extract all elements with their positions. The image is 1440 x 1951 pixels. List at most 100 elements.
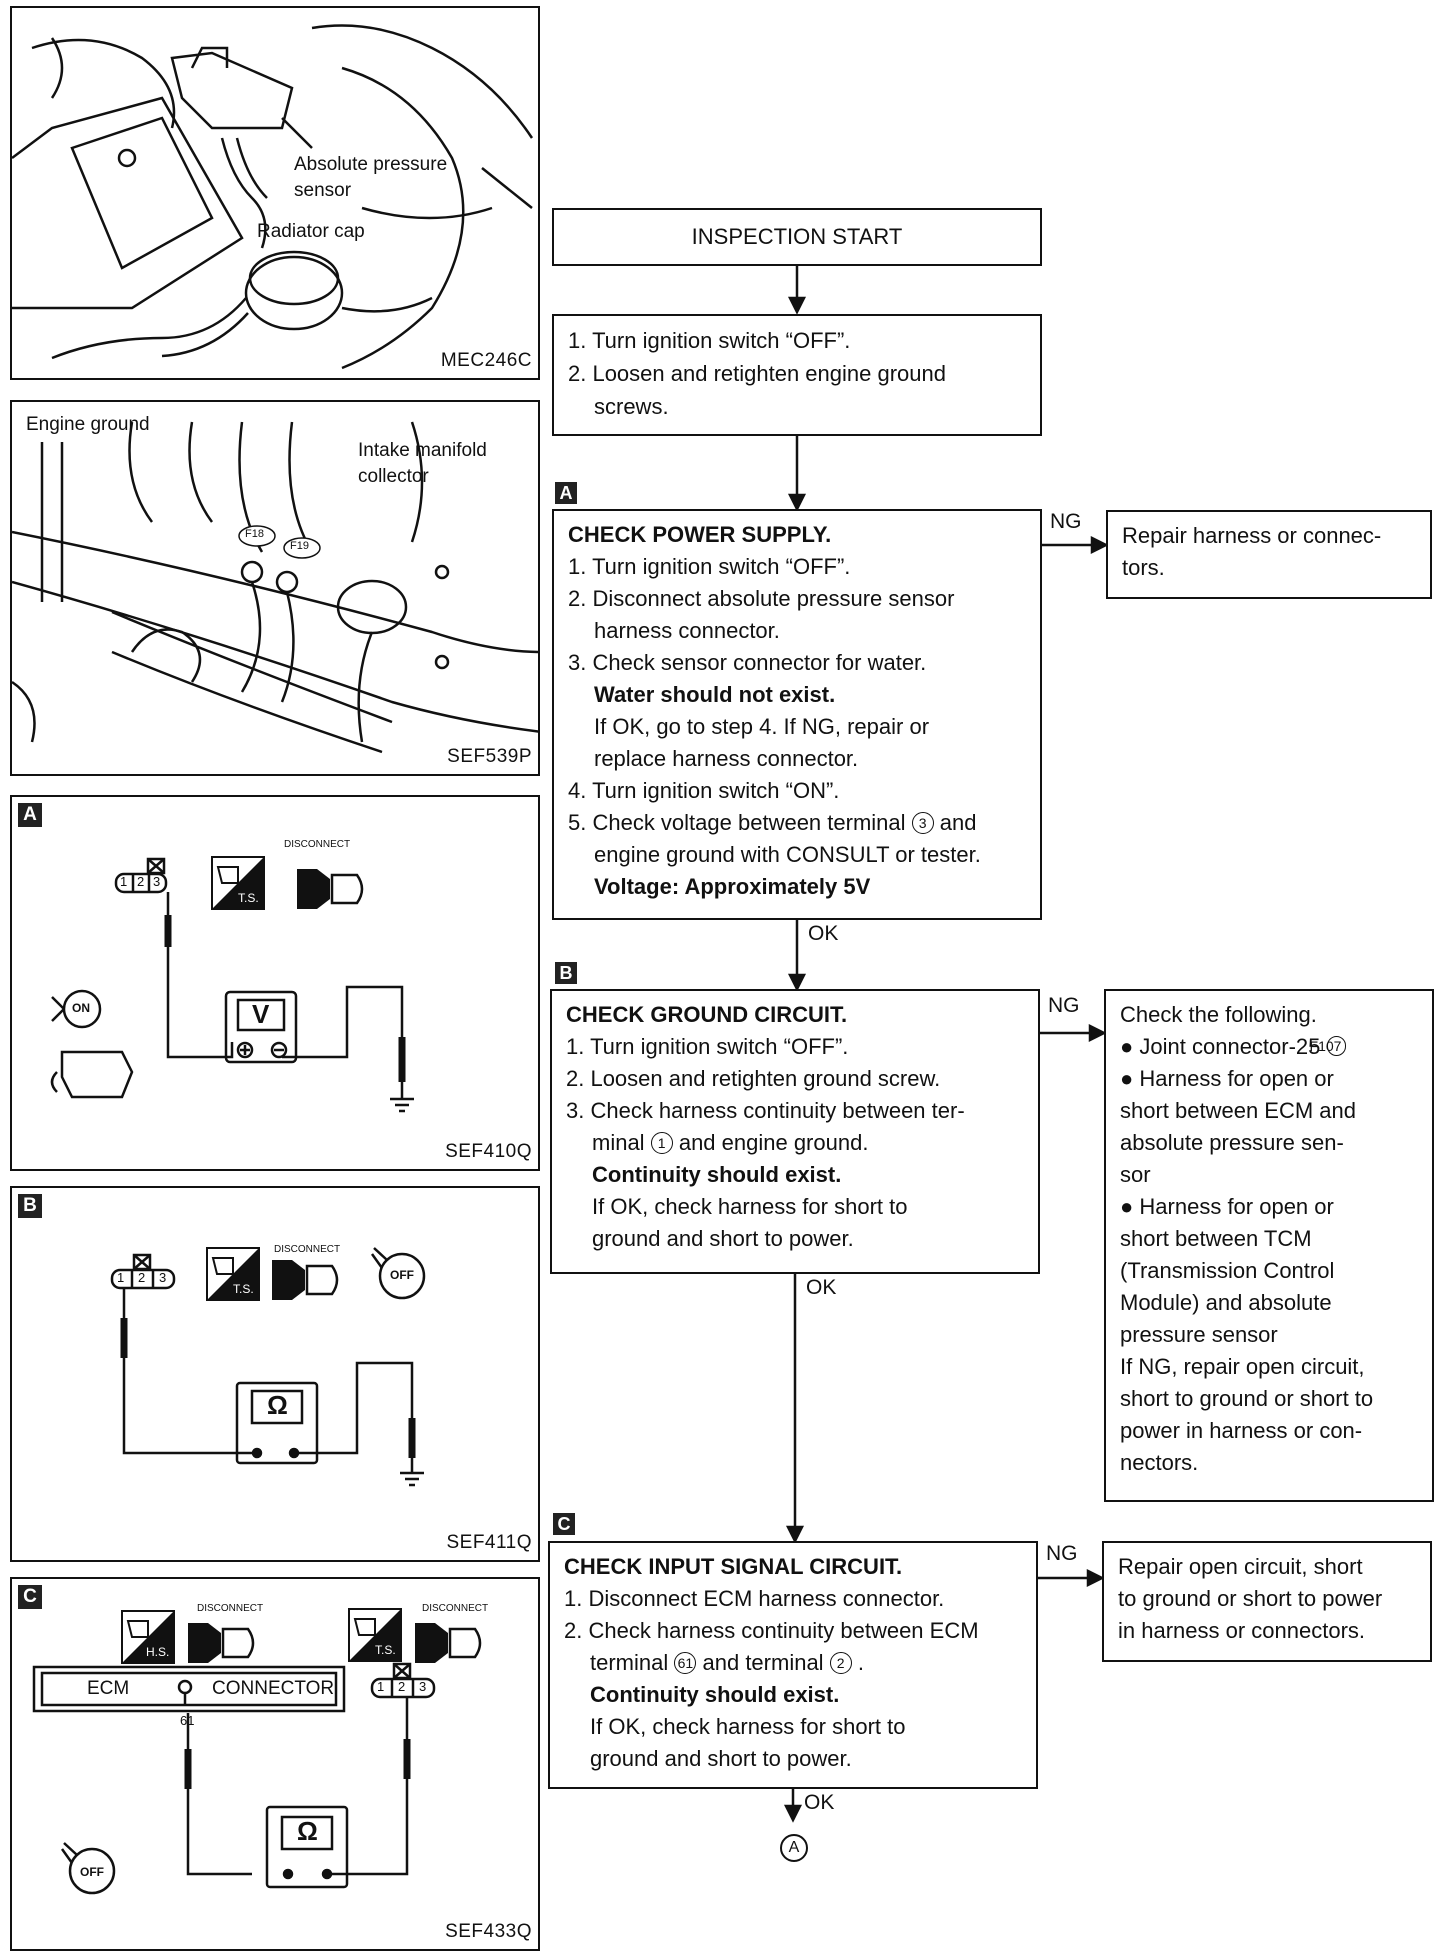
figure-code: SEF539P bbox=[447, 746, 532, 767]
connector-f107-tag: F107 bbox=[1310, 1036, 1347, 1056]
voltage-diagram bbox=[50, 856, 414, 1113]
step-a-voltage-spec: Voltage: Approximately 5V bbox=[594, 874, 871, 899]
hs-label: H.S. bbox=[146, 1645, 170, 1659]
terminal-1-badge: 1 bbox=[650, 1132, 673, 1154]
figure-a-voltage-check: A 1 2 3 bbox=[10, 795, 540, 1171]
step-a-ng-line-2: tors. bbox=[1122, 555, 1165, 580]
inspection-start-label: INSPECTION START bbox=[691, 224, 903, 249]
key-on: ON bbox=[72, 1001, 90, 1015]
continue-marker-a: A bbox=[780, 1834, 808, 1862]
step-c-ng-line-3: in harness or connectors. bbox=[1118, 1618, 1366, 1643]
step-a-ng-line-1: Repair harness or connec- bbox=[1122, 523, 1382, 548]
pin-1: 1 bbox=[120, 874, 128, 889]
figure-code: SEF410Q bbox=[445, 1141, 532, 1162]
panel-letter-c: C bbox=[18, 1585, 42, 1609]
step-b-continuity-spec: Continuity should exist. bbox=[592, 1162, 842, 1187]
engine-bay-illustration bbox=[12, 24, 534, 370]
step-b-box: CHECK GROUND CIRCUIT. 1. Turn ignition s… bbox=[550, 989, 1040, 1274]
step-a-ok-label: OK bbox=[808, 922, 839, 945]
step-b-ng-tail-1: If NG, repair open circuit, bbox=[1120, 1354, 1365, 1379]
step-a-ng-action-box: Repair harness or connec- tors. bbox=[1106, 510, 1432, 599]
step-b-ng-tail-3: power in harness or con- bbox=[1120, 1418, 1363, 1443]
step-a-box: CHECK POWER SUPPLY. 1. Turn ignition swi… bbox=[552, 509, 1042, 920]
terminal-61-badge: 61 bbox=[674, 1652, 697, 1674]
step-a-letter: A bbox=[555, 482, 577, 504]
terminal-2-badge: 2 bbox=[829, 1652, 852, 1674]
step-b-ng-label: NG bbox=[1048, 994, 1080, 1017]
step-c-ng-line-2: to ground or short to power bbox=[1118, 1586, 1383, 1611]
step-c-box: CHECK INPUT SIGNAL CIRCUIT. 1. Disconnec… bbox=[548, 1541, 1038, 1789]
figure-code: SEF411Q bbox=[446, 1532, 532, 1553]
step-c-title: CHECK INPUT SIGNAL CIRCUIT. bbox=[564, 1554, 903, 1579]
step-a-line-3: 3. Check sensor connector for water. bbox=[568, 650, 927, 675]
inspection-start-box: INSPECTION START bbox=[552, 208, 1042, 266]
step-b-ng-action-box: Check the following. ● Joint connector-2… bbox=[1104, 989, 1434, 1502]
step-b-line-2: 2. Loosen and retighten ground screw. bbox=[566, 1066, 941, 1091]
step-a-title: CHECK POWER SUPPLY. bbox=[568, 522, 832, 547]
tag-f18: F18 bbox=[245, 528, 264, 540]
figure-sensor-location: Absolute pressure sensor Radiator cap ME… bbox=[10, 6, 540, 380]
panel-letter-b: B bbox=[18, 1194, 42, 1218]
terminal-3-badge: 3 bbox=[911, 812, 934, 834]
step-b-line-3d: If OK, check harness for short to bbox=[592, 1194, 908, 1219]
step-b-line-3e: ground and short to power. bbox=[592, 1226, 854, 1251]
pin-3: 3 bbox=[153, 874, 161, 889]
step-c-line-1: 1. Disconnect ECM harness connector. bbox=[564, 1586, 945, 1611]
preliminary-steps-box: 1. Turn ignition switch “OFF”. 2. Loosen… bbox=[552, 314, 1042, 436]
figure-c-signal-continuity: C bbox=[10, 1577, 540, 1951]
step-a-line-4: 4. Turn ignition switch “ON”. bbox=[568, 778, 840, 803]
tag-f19: F19 bbox=[290, 540, 309, 552]
pin-2: 2 bbox=[138, 1270, 146, 1285]
ecm-label: ECM bbox=[87, 1678, 130, 1699]
ts-label: T.S. bbox=[375, 1643, 396, 1657]
step-a-line-5a: 5. Check voltage between terminal bbox=[568, 810, 906, 835]
ts-label: T.S. bbox=[238, 891, 259, 905]
key-off: OFF bbox=[80, 1865, 104, 1879]
label-absolute-pressure-sensor-2: sensor bbox=[294, 180, 352, 201]
meter-symbol: Ω bbox=[267, 1390, 288, 1420]
pin-3: 3 bbox=[159, 1270, 167, 1285]
step-a-line-5: 5. Check voltage between terminal 3 and bbox=[568, 807, 1026, 839]
pre-step-1: 1. Turn ignition switch “OFF”. bbox=[568, 328, 851, 353]
ts-label: T.S. bbox=[233, 1282, 254, 1296]
step-c-letter: C bbox=[553, 1513, 575, 1535]
step-b-ng-item-1: ● Joint connector-25 F107 bbox=[1120, 1031, 1418, 1063]
label-radiator-cap: Radiator cap bbox=[257, 221, 365, 242]
panel-letter-a: A bbox=[18, 803, 42, 827]
step-b-ok-label: OK bbox=[806, 1276, 837, 1299]
key-off: OFF bbox=[390, 1268, 414, 1282]
step-b-ng-tail-2: short to ground or short to bbox=[1120, 1386, 1374, 1411]
disconnect-label: DISCONNECT bbox=[284, 839, 351, 850]
step-a-water-spec: Water should not exist. bbox=[594, 682, 836, 707]
step-c-continuity-spec: Continuity should exist. bbox=[590, 1682, 840, 1707]
step-a-line-3d: replace harness connector. bbox=[594, 746, 859, 771]
ground-continuity-diagram bbox=[110, 1247, 426, 1487]
pin-1: 1 bbox=[377, 1679, 385, 1694]
meter-symbol: Ω bbox=[297, 1816, 318, 1846]
label-intake-manifold: Intake manifold bbox=[358, 440, 487, 461]
step-b-line-3: 3. Check harness continuity between ter- bbox=[566, 1098, 965, 1123]
terminal-61: 61 bbox=[180, 1713, 195, 1728]
step-a-line-5c: engine ground with CONSULT or tester. bbox=[594, 842, 981, 867]
disconnect-label: DISCONNECT bbox=[274, 1244, 341, 1255]
step-c-line-2: 2. Check harness continuity between ECM bbox=[564, 1618, 979, 1643]
connector-label: CONNECTOR bbox=[212, 1678, 335, 1699]
step-c-line-2e: ground and short to power. bbox=[590, 1746, 852, 1771]
label-intake-manifold-2: collector bbox=[358, 466, 429, 487]
pin-2: 2 bbox=[398, 1679, 406, 1694]
step-a-line-2b: harness connector. bbox=[594, 618, 780, 643]
step-b-title: CHECK GROUND CIRCUIT. bbox=[566, 1002, 848, 1027]
signal-continuity-diagram bbox=[32, 1608, 482, 1895]
figure-code: MEC246C bbox=[440, 350, 532, 371]
step-c-line-2b: terminal 61 and terminal 2 . bbox=[590, 1650, 864, 1675]
step-a-line-5b: and bbox=[939, 810, 977, 835]
meter-symbol: V bbox=[252, 999, 270, 1029]
step-b-ng-title: Check the following. bbox=[1120, 1002, 1317, 1027]
step-c-line-2d: If OK, check harness for short to bbox=[590, 1714, 906, 1739]
step-b-ng-tail-4: nectors. bbox=[1120, 1450, 1199, 1475]
step-a-line-1: 1. Turn ignition switch “OFF”. bbox=[568, 554, 851, 579]
disconnect-label: DISCONNECT bbox=[197, 1603, 264, 1614]
